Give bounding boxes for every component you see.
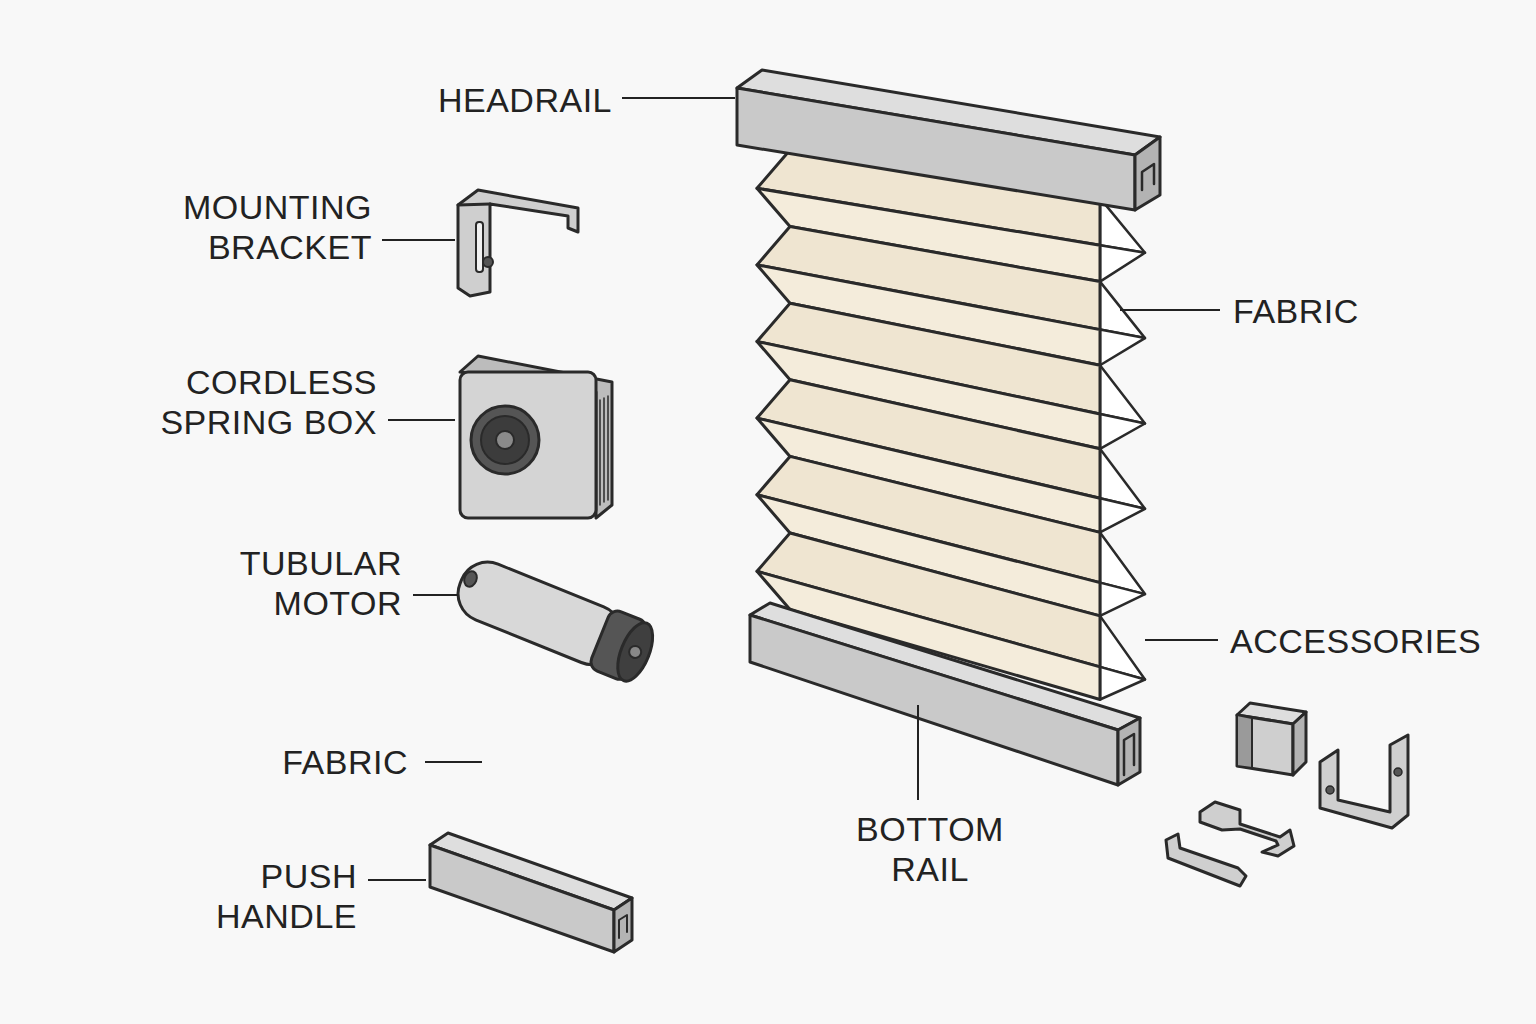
spring-coil <box>600 396 608 505</box>
headrail-end <box>1135 137 1160 210</box>
clip <box>1166 834 1246 886</box>
leader-lines <box>368 98 1220 880</box>
bracket-hole <box>1394 768 1402 776</box>
leader-line <box>622 97 735 99</box>
motor-shaft <box>627 644 643 660</box>
spring-axle <box>496 431 514 449</box>
leader-line <box>413 594 458 596</box>
bottom-rail-front <box>750 615 1118 785</box>
accessories-part <box>1166 703 1408 886</box>
leader-line <box>425 761 482 763</box>
leader-line <box>1120 309 1220 311</box>
u-bracket <box>1320 735 1408 828</box>
headrail-part <box>737 70 1160 210</box>
spring-box-part <box>460 356 612 518</box>
push-handle-part <box>430 833 632 952</box>
bracket-hole <box>483 257 493 267</box>
part-label: PUSH HANDLE <box>187 856 357 936</box>
leader-line <box>1145 639 1218 641</box>
bottom-rail-part <box>750 603 1140 785</box>
cell-side <box>1100 583 1145 616</box>
part-label: CORDLESS SPRING BOX <box>137 362 377 442</box>
mounting-bracket-part <box>458 190 578 296</box>
bracket-body <box>458 190 578 296</box>
clip <box>1200 802 1294 856</box>
part-label: BOTTOM RAIL <box>845 809 1015 889</box>
handle-end <box>614 898 632 952</box>
part-label: MOUNTING BRACKET <box>142 187 372 267</box>
leader-line <box>382 239 455 241</box>
motor-cap-face <box>611 618 660 686</box>
part-label: HEADRAIL <box>312 80 612 120</box>
part-label: FABRIC <box>1233 291 1433 331</box>
bracket-slot <box>476 222 483 272</box>
cell-side <box>1100 667 1145 700</box>
bracket-edge <box>458 204 490 205</box>
cell-side <box>1100 330 1145 366</box>
tubular-motor-part <box>449 552 660 687</box>
part-label: FABRIC <box>208 742 408 782</box>
leader-line <box>368 879 426 881</box>
spring-box-front <box>460 372 596 518</box>
leader-line <box>388 419 455 421</box>
end-cap-front <box>1237 715 1293 775</box>
spring-drum <box>471 406 539 474</box>
cell-side <box>1100 414 1145 449</box>
end-cap-shade <box>1237 715 1252 768</box>
cell-side <box>1100 245 1145 281</box>
bottom-rail-end <box>1118 718 1140 785</box>
handle-front <box>430 845 614 952</box>
motor-hole <box>462 569 479 588</box>
bracket-hole <box>1326 786 1334 794</box>
handle-slot <box>619 915 627 938</box>
cell-side <box>1100 498 1145 532</box>
spring-box-side <box>460 356 612 518</box>
leader-line <box>917 705 919 800</box>
part-label: ACCESSORIES <box>1230 621 1530 661</box>
headrail-front <box>737 88 1135 210</box>
end-cap-side <box>1293 712 1306 775</box>
headrail-channel <box>1142 164 1154 190</box>
part-label: TUBULAR MOTOR <box>202 543 402 623</box>
spring-drum-inner <box>481 416 529 464</box>
bottom-rail-channel <box>1124 734 1134 775</box>
